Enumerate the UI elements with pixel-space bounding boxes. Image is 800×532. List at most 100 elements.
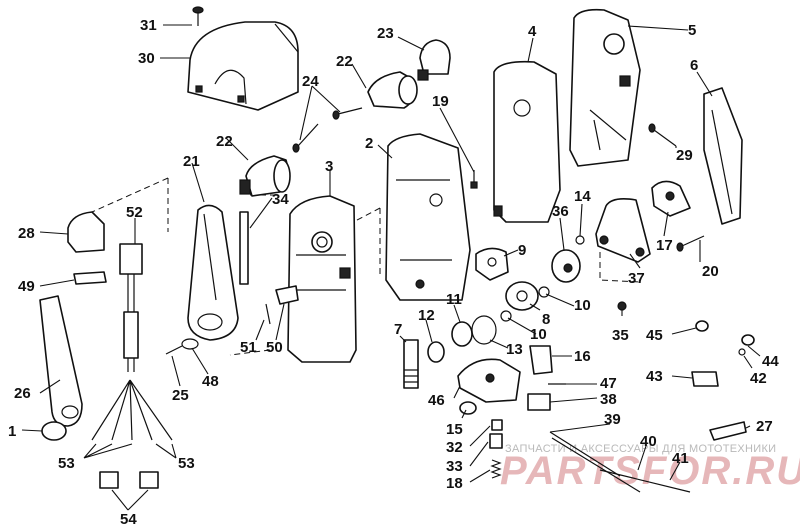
part-24-screws	[292, 107, 363, 153]
callout-42: 42	[750, 370, 767, 387]
part-54-connectors	[99, 471, 159, 489]
part-2-housing	[385, 133, 471, 301]
part-23-clamp	[417, 39, 451, 81]
callout-24: 24	[302, 73, 319, 90]
watermark-logo: PARTSFOR.RU	[500, 449, 800, 493]
callout-14: 14	[574, 188, 591, 205]
callout-47: 47	[600, 375, 617, 392]
part-32-cap	[491, 419, 503, 431]
callout-10-lower: 10	[530, 326, 547, 343]
callout-53-left: 53	[58, 455, 75, 472]
callout-2: 2	[365, 135, 373, 152]
callout-1: 1	[8, 423, 16, 440]
part-34-rod	[239, 211, 249, 285]
callout-28: 28	[18, 225, 35, 242]
part-30-top-cover	[187, 21, 299, 111]
part-45-screw	[695, 320, 709, 332]
part-38-switch	[527, 393, 551, 411]
part-22-upper-clamp	[367, 71, 418, 109]
part-22-lower-clamp	[239, 155, 291, 197]
callout-32: 32	[446, 439, 463, 456]
part-35-screw	[617, 301, 627, 311]
callout-51: 51	[240, 339, 257, 356]
part-20-screw	[676, 235, 705, 252]
part-51-screw	[265, 303, 271, 325]
callout-50: 50	[266, 339, 283, 356]
callout-48: 48	[202, 373, 219, 390]
callout-17: 17	[656, 237, 673, 254]
callout-38: 38	[600, 391, 617, 408]
part-42-washer	[738, 348, 746, 356]
part-10-rings	[500, 286, 550, 322]
part-33-plunger	[489, 433, 503, 449]
part-50-bracket	[275, 285, 299, 305]
callout-40: 40	[640, 433, 657, 450]
callout-45: 45	[646, 327, 663, 344]
callout-18: 18	[446, 475, 463, 492]
callout-46: 46	[428, 392, 445, 409]
callout-44: 44	[762, 353, 779, 370]
callout-53-right: 53	[178, 455, 195, 472]
callout-29: 29	[676, 147, 693, 164]
part-3-rear-housing	[287, 195, 357, 363]
part-37-link	[595, 198, 651, 263]
part-14-washer	[575, 235, 585, 245]
callout-19: 19	[432, 93, 449, 110]
part-19-pin	[470, 170, 478, 189]
callout-21: 21	[183, 153, 200, 170]
part-36-gear	[551, 249, 581, 283]
callout-labels: 31 30 22 23 24 22 21 34 3 2 4 5 6 19 29 …	[8, 17, 779, 528]
part-16-bracket	[529, 345, 553, 375]
callout-5: 5	[688, 22, 696, 39]
callout-6: 6	[690, 57, 698, 74]
part-29-screw	[648, 123, 677, 147]
callout-33: 33	[446, 458, 463, 475]
part-43-clip	[691, 371, 719, 387]
part-15-washer	[459, 401, 477, 415]
part-17-cam	[651, 180, 691, 217]
part-40-wire	[551, 437, 641, 493]
part-48-washer	[181, 338, 199, 350]
callout-10-upper: 10	[574, 297, 591, 314]
part-27-clip	[709, 421, 747, 441]
callout-43: 43	[646, 368, 663, 385]
part-6-side-plate	[703, 87, 743, 225]
part-49-clip	[73, 271, 107, 285]
part-11-bushing	[451, 321, 473, 347]
callout-15: 15	[446, 421, 463, 438]
callout-20: 20	[702, 263, 719, 280]
part-25-screw	[165, 345, 183, 355]
callout-25: 25	[172, 387, 189, 404]
callout-3: 3	[325, 158, 333, 175]
part-21-lever-arm	[187, 204, 239, 341]
callout-36: 36	[552, 203, 569, 220]
callout-39: 39	[604, 411, 621, 428]
part-28-cap	[67, 211, 105, 253]
part-46-detent-plate	[457, 358, 521, 403]
callout-7: 7	[394, 321, 402, 338]
callout-9: 9	[518, 242, 526, 259]
part-7-shaft	[403, 339, 419, 389]
callout-4: 4	[528, 23, 537, 40]
part-1-disc	[41, 421, 67, 441]
part-12-washer	[427, 341, 445, 363]
callout-41: 41	[672, 450, 689, 467]
part-4-housing	[493, 60, 561, 223]
callout-35: 35	[612, 327, 629, 344]
watermark: ЗАПЧАСТИ И АКСЕССУАРЫ ДЛЯ МОТОТЕХНИКИ PA…	[500, 443, 800, 493]
callout-13: 13	[506, 341, 523, 358]
callout-12: 12	[418, 307, 435, 324]
part-44-nut	[741, 334, 755, 346]
part-5-housing	[569, 8, 641, 167]
part-13-ring	[471, 315, 497, 345]
callout-11: 11	[446, 291, 462, 308]
part-8-cam	[505, 281, 539, 311]
callout-37: 37	[628, 270, 645, 287]
callout-52: 52	[126, 204, 143, 221]
part-18-spring	[490, 459, 502, 479]
callout-27: 27	[756, 418, 773, 435]
part-41-wire	[599, 469, 691, 493]
leader-lines	[21, 24, 761, 511]
callout-8: 8	[542, 311, 550, 328]
